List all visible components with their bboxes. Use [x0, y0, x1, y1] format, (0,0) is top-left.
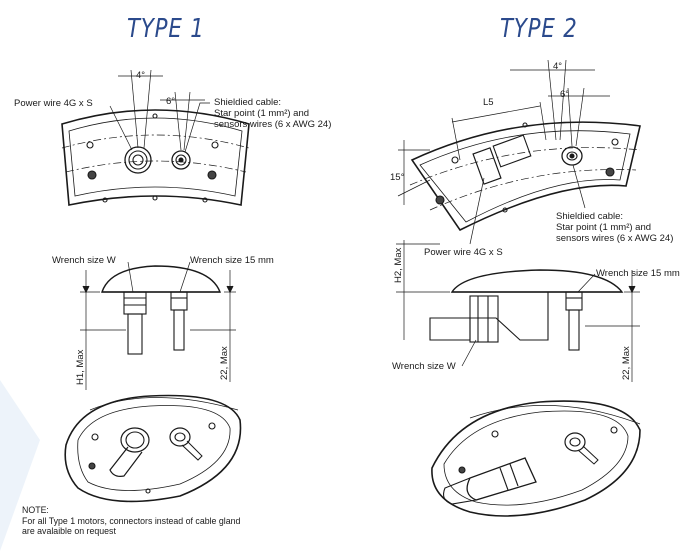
type1-top-view [61, 69, 250, 206]
note-heading: NOTE: [22, 505, 49, 515]
type2-side-view [396, 240, 640, 382]
type2-top-view [397, 59, 641, 245]
type2-wrench-w-label: Wrench size W [392, 361, 456, 372]
type2-iso-view [431, 400, 641, 517]
note-line2: are avalaible on request [22, 526, 116, 536]
note-block: NOTE: For all Type 1 motors, connectors … [22, 505, 240, 537]
type2-angle-15: 15° [390, 172, 405, 183]
type2-shield-line3: sensors wires (6 x AWG 24) [556, 233, 674, 244]
type1-angle-4: 4° [136, 70, 146, 81]
type2-22-max-label: 22, Max [621, 346, 632, 380]
type1-shield-line2: Star point (1 mm²) and [214, 108, 310, 119]
type2-wrench-15-label: Wrench size 15 mm [596, 268, 680, 279]
note-line1: For all Type 1 motors, connectors instea… [22, 515, 241, 526]
type2-angle-4: 4° [553, 61, 563, 72]
type1-angle-6: 6° [166, 96, 176, 107]
type1-wrench-w-label: Wrench size W [52, 255, 116, 266]
type2-shield-line1: Shieldied cable: [556, 211, 624, 222]
type2-l5-label: L5 [483, 97, 494, 108]
type1-wrench-15-label: Wrench size 15 mm [190, 255, 274, 266]
type1-22-max-label: 22, Max [219, 346, 230, 380]
type2-h2-max-label: H2, Max [393, 247, 404, 283]
type1-shield-line1: Shieldied cable: [214, 97, 282, 108]
type2-power-wire-label: Power wire 4G x S [424, 247, 503, 258]
type1-power-wire-label: Power wire 4G x S [14, 98, 93, 109]
type1-iso-view [64, 394, 242, 503]
type2-angle-6: 6° [560, 89, 570, 100]
background-accent [0, 380, 40, 551]
type1-side-view [80, 261, 236, 390]
type1-h1-max-label: H1, Max [75, 349, 86, 385]
type1-title: TYPE 1 [127, 14, 205, 44]
type2-title: TYPE 2 [500, 14, 578, 44]
type2-shield-line2: Star point (1 mm²) and [556, 222, 652, 233]
type2-shield-cable-label: Shieldied cable: Star point (1 mm²) and … [556, 211, 673, 244]
type1-shield-line3: sensors wires (6 x AWG 24) [214, 119, 332, 130]
type1-shield-cable-label: Shieldied cable: Star point (1 mm²) and … [214, 97, 331, 130]
